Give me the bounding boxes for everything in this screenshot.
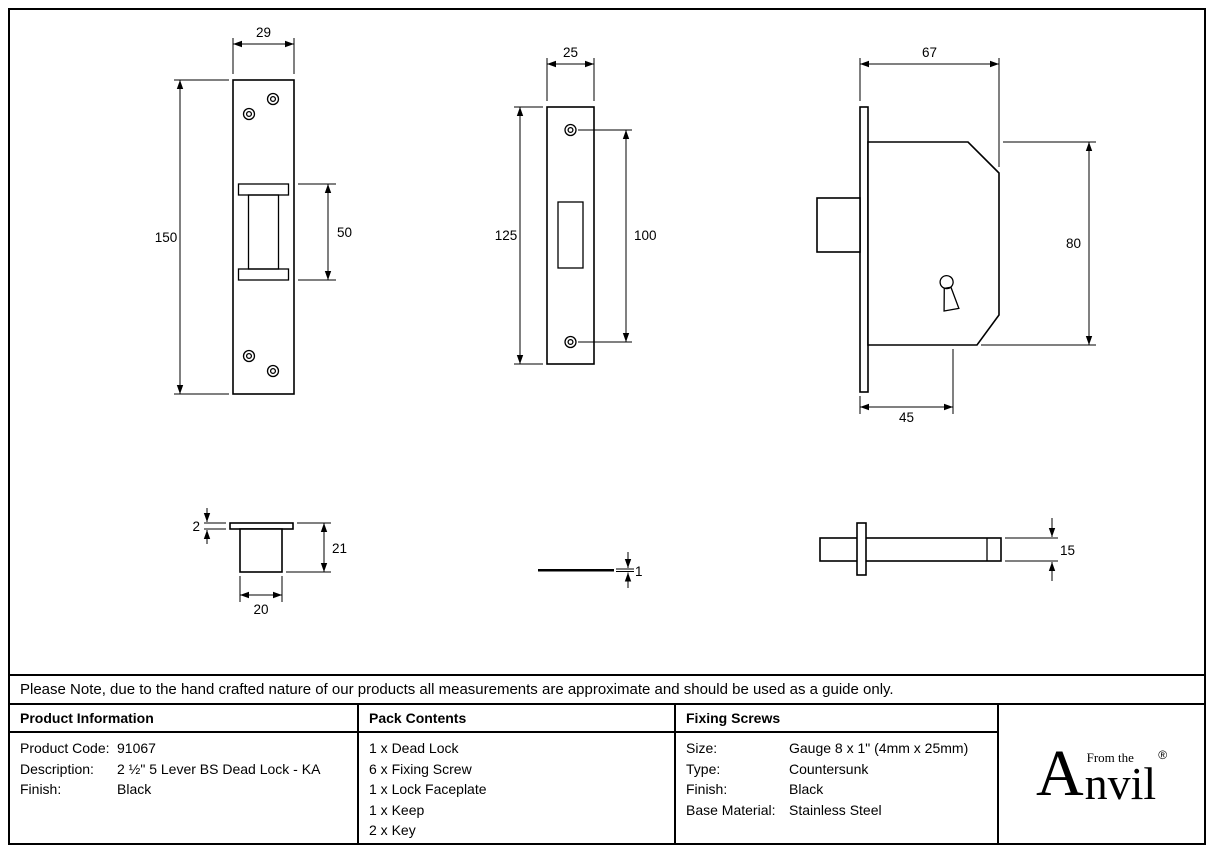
screw-type-label: Type: bbox=[686, 760, 721, 777]
lock-body-dimensions bbox=[859, 58, 1096, 414]
product-code-value: 91067 bbox=[117, 740, 156, 756]
faceplate-bolt-slot bbox=[557, 201, 584, 269]
logo-name-rest: nvil bbox=[1084, 757, 1157, 809]
dim-keep-flange-thickness: 2 bbox=[192, 519, 200, 534]
faceplate-side-view bbox=[538, 569, 614, 572]
dim-lock-case-depth: 45 bbox=[899, 410, 914, 425]
table-row: Finish: Black bbox=[20, 779, 357, 800]
bolt-bar bbox=[819, 537, 1002, 562]
dim-keep-side-height: 21 bbox=[332, 541, 347, 556]
dim-keep-side-width: 20 bbox=[253, 602, 268, 617]
table-row: Description: 2 ½" 5 Lever BS Dead Lock -… bbox=[20, 759, 357, 780]
faceplate-front-dimensions bbox=[514, 58, 632, 365]
keep-side-dimensions bbox=[203, 508, 331, 602]
table-row: Product Code: 91067 bbox=[20, 738, 357, 759]
anvil-logo: A From the nvil ® bbox=[1035, 737, 1168, 811]
brand-logo-cell: A From the nvil ® bbox=[997, 705, 1204, 843]
faceplate-outline bbox=[546, 106, 595, 365]
pack-contents-column: Pack Contents 1 x Dead Lock 6 x Fixing S… bbox=[357, 705, 674, 843]
base-material-label: Base Material: bbox=[686, 801, 776, 818]
fixing-screws-column: Fixing Screws Size: Gauge 8 x 1" (4mm x … bbox=[674, 705, 997, 843]
description-value: 2 ½" 5 Lever BS Dead Lock - KA bbox=[117, 760, 321, 777]
product-info-table: Product Information Product Code: 91067 … bbox=[10, 705, 1204, 843]
description-label: Description: bbox=[20, 760, 94, 777]
dim-keep-cutout: 50 bbox=[337, 225, 352, 240]
screw-finish-label: Finish: bbox=[686, 781, 728, 797]
base-material-value: Stainless Steel bbox=[789, 801, 882, 818]
table-row: Type: Countersunk bbox=[686, 759, 997, 780]
table-row: Size: Gauge 8 x 1" (4mm x 25mm) bbox=[686, 738, 997, 759]
bolt-side-dimensions bbox=[1005, 518, 1058, 581]
logo-from-the: From the bbox=[1086, 749, 1134, 765]
keep-front-dimensions bbox=[174, 38, 336, 395]
pack-contents-header: Pack Contents bbox=[359, 705, 674, 733]
note-text: Please Note, due to the hand crafted nat… bbox=[20, 681, 894, 698]
dim-bolt-height: 15 bbox=[1060, 543, 1075, 558]
keep-side-view bbox=[229, 522, 294, 573]
datasheet: 29 150 50 bbox=[8, 8, 1206, 845]
keep-front-view bbox=[232, 79, 295, 395]
keep-bolt-recess bbox=[237, 183, 290, 281]
keep-side-flange bbox=[229, 522, 294, 530]
screw-finish-value: Black bbox=[789, 781, 824, 797]
screw-size-label: Size: bbox=[686, 740, 718, 756]
logo-text-column: From the nvil bbox=[1084, 749, 1157, 809]
dim-faceplate-hole-spacing: 100 bbox=[634, 228, 657, 243]
product-code-label: Product Code: bbox=[20, 740, 110, 756]
faceplate-side-dimensions bbox=[616, 552, 634, 588]
keyhole bbox=[939, 274, 960, 312]
faceplate-screw-holes bbox=[564, 123, 577, 349]
dim-faceplate-thickness: 1 bbox=[635, 564, 643, 579]
product-information-column: Product Information Product Code: 91067 … bbox=[10, 705, 357, 843]
faceplate-front-view bbox=[546, 106, 595, 365]
pack-item: 1 x Dead Lock bbox=[369, 740, 459, 756]
keep-screw-holes bbox=[242, 92, 280, 378]
dim-lock-height: 80 bbox=[1066, 236, 1081, 251]
technical-drawings: 29 150 50 bbox=[10, 10, 1204, 674]
dim-faceplate-height: 125 bbox=[495, 228, 518, 243]
pack-item: 2 x Key bbox=[369, 822, 416, 838]
bolt-faceplate-section bbox=[856, 522, 867, 576]
screw-type-value: Countersunk bbox=[789, 760, 869, 777]
table-row: Base Material: Stainless Steel bbox=[686, 800, 997, 821]
dim-faceplate-width: 25 bbox=[563, 45, 578, 60]
lock-faceplate-edge bbox=[859, 106, 869, 393]
registered-mark-icon: ® bbox=[1158, 748, 1168, 763]
dim-keep-height: 150 bbox=[155, 230, 178, 245]
screw-size-value: Gauge 8 x 1" (4mm x 25mm) bbox=[789, 740, 969, 756]
lock-case-outline bbox=[867, 141, 1000, 346]
finish-value: Black bbox=[117, 781, 152, 797]
pack-item: 1 x Lock Faceplate bbox=[369, 781, 487, 797]
lock-body-view bbox=[816, 106, 1000, 393]
keep-side-box bbox=[239, 528, 283, 573]
dim-lock-depth: 67 bbox=[922, 45, 937, 60]
pack-item: 1 x Keep bbox=[369, 801, 425, 818]
drawings-svg: 29 150 50 bbox=[155, 25, 1096, 617]
dim-keep-width: 29 bbox=[256, 25, 271, 40]
product-information-header: Product Information bbox=[10, 705, 357, 733]
logo-letter-a: A bbox=[1035, 737, 1084, 811]
table-row: Finish: Black bbox=[686, 779, 997, 800]
deadbolt bbox=[816, 197, 861, 253]
pack-item: 6 x Fixing Screw bbox=[369, 760, 472, 777]
bolt-side-view bbox=[819, 522, 1002, 576]
faceplate-edge-bar bbox=[538, 569, 614, 572]
finish-label: Finish: bbox=[20, 781, 62, 797]
fixing-screws-header: Fixing Screws bbox=[676, 705, 997, 733]
keep-plate-outline bbox=[232, 79, 295, 395]
note-bar: Please Note, due to the hand crafted nat… bbox=[10, 674, 1204, 705]
